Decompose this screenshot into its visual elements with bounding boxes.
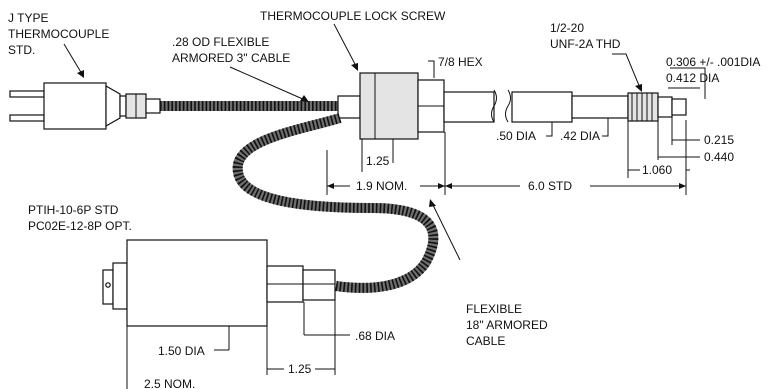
label-flex-cable-line2: 18" ARMORED [466,318,548,332]
label-armored-cable-line1: .28 OD FLEXIBLE [172,35,269,49]
label-flex-cable: FLEXIBLE 18" ARMORED CABLE [466,302,548,348]
label-dim-0440: 0.440 [704,150,734,164]
label-hex: 7/8 HEX [438,55,483,69]
label-j-type-line1: J TYPE [8,11,48,25]
label-flex-cable-line1: FLEXIBLE [466,302,522,316]
label-tip-dia: 0.306 +/- .001DIA [666,55,760,69]
label-flex-cable-line3: CABLE [466,334,505,348]
label-lock-screw: THERMOCOUPLE LOCK SCREW [260,9,446,23]
label-dia-68: .68 DIA [355,329,395,343]
label-dia-50: .50 DIA [496,129,536,143]
leader-lines [63,23,706,261]
label-dia-150: 1.50 DIA [158,344,205,358]
label-j-type-line2: THERMOCOUPLE [8,27,109,41]
label-connector-line1: PTIH-10-6P STD [28,203,119,217]
label-dim-60: 6.0 STD [528,179,572,193]
label-armored-cable-line2: ARMORED 3" CABLE [172,51,290,65]
label-armored-cable: .28 OD FLEXIBLE ARMORED 3" CABLE [172,35,290,65]
label-connector: PTIH-10-6P STD PC02E-12-8P OPT. [28,203,132,233]
label-dim-125-bottom: 1.25 [288,362,312,376]
label-dim-125-top: 1.25 [366,154,390,168]
bottom-connector [102,239,336,327]
dimension-lines [126,117,700,389]
label-thread-line2: UNF-2A THD [550,37,621,51]
label-dim-19: 1.9 NOM. [356,179,407,193]
j-type-plug [9,82,161,130]
label-connector-line2: PC02E-12-8P OPT. [28,219,132,233]
probe-shaft [443,89,687,123]
label-j-type: J TYPE THERMOCOUPLE STD. [8,11,109,57]
flex-armored-cable [232,113,439,293]
label-dia-42: .42 DIA [560,129,600,143]
label-dim-0215: 0.215 [704,133,734,147]
lock-nut-assembly [337,72,445,140]
label-dim-25: 2.5 NOM. [144,377,195,389]
label-thread: 1/2-20 UNF-2A THD [550,21,621,51]
label-thread-line1: 1/2-20 [550,21,584,35]
label-tip-dia2: 0.412 DIA [666,71,719,85]
label-j-type-line3: STD. [8,43,35,57]
label-dim-1060: 1.060 [642,163,672,177]
